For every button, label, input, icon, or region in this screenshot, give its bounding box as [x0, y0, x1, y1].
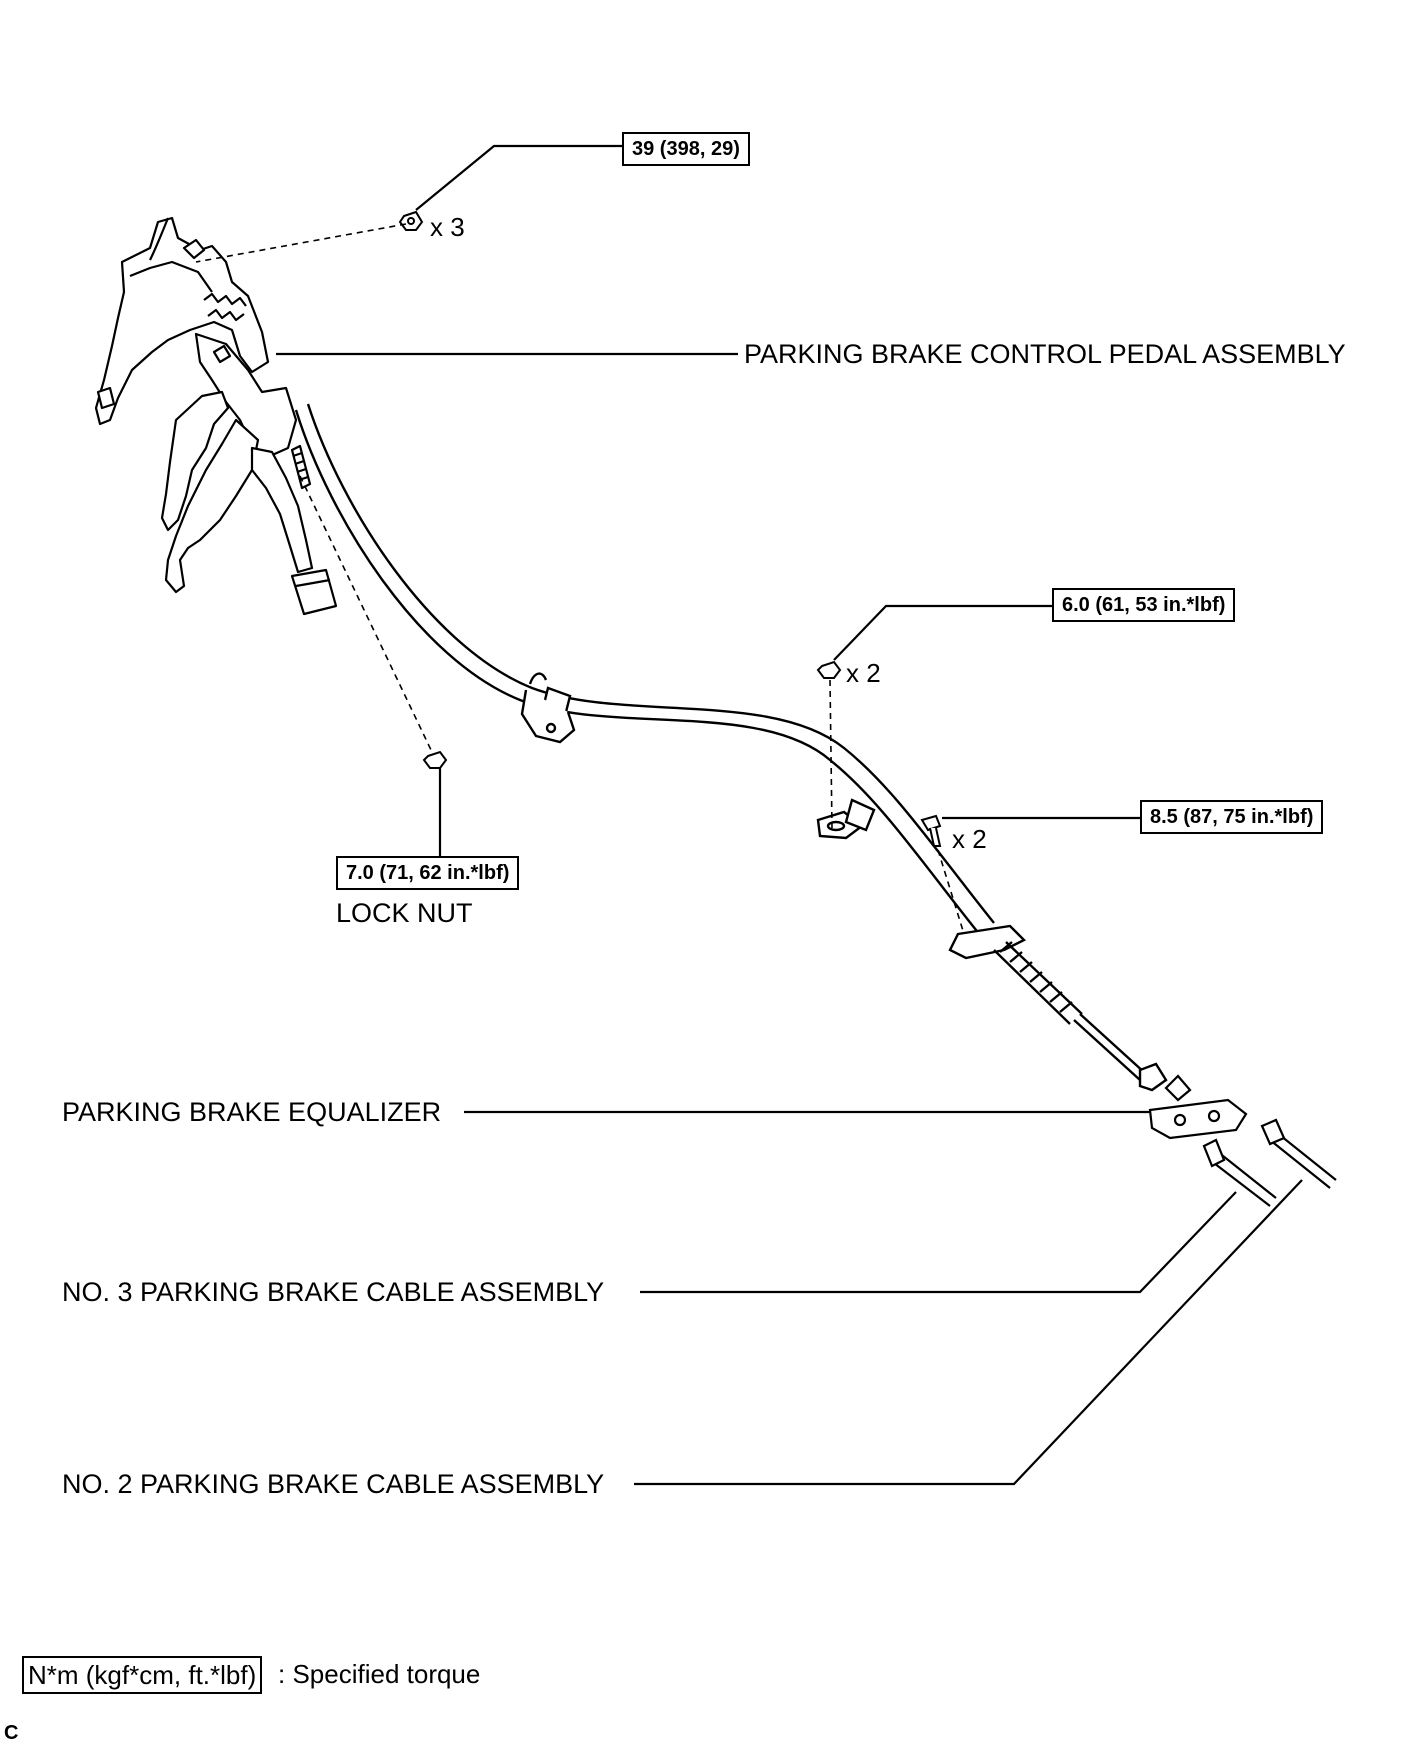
label-equalizer: PARKING BRAKE EQUALIZER — [62, 1097, 442, 1127]
qty-pedal-nuts: x 3 — [430, 212, 465, 242]
pedal-assembly-drawing — [94, 216, 338, 616]
qty-cable-nuts: x 2 — [846, 658, 881, 688]
leader-lines — [276, 144, 1303, 1486]
parking-brake-cable-drawing — [294, 403, 1168, 1092]
torque-cable-nuts: 6.0 (61, 53 in.*lbf) — [1052, 588, 1236, 622]
equalizer-drawing — [1148, 1074, 1248, 1140]
label-no3-cable: NO. 3 PARKING BRAKE CABLE ASSEMBLY — [62, 1277, 605, 1307]
legend-description: : Specified torque — [278, 1659, 481, 1689]
fasteners-drawing — [398, 210, 942, 847]
qty-cable-bolts: x 2 — [952, 824, 987, 854]
label-lock-nut: LOCK NUT — [336, 898, 473, 928]
torque-lock-nut: 7.0 (71, 62 in.*lbf) — [336, 856, 520, 890]
torque-pedal-nuts: 39 (398, 29) — [622, 132, 750, 166]
assembly-dashed-lines — [195, 223, 965, 935]
rear-cables-drawing — [1202, 1118, 1337, 1207]
torque-cable-bolts: 8.5 (87, 75 in.*lbf) — [1140, 800, 1324, 834]
label-no2-cable: NO. 2 PARKING BRAKE CABLE ASSEMBLY — [62, 1469, 605, 1499]
legend-unit-box: N*m (kgf*cm, ft.*lbf) — [22, 1656, 263, 1694]
corner-mark: C — [4, 1722, 19, 1744]
label-pedal-assembly: PARKING BRAKE CONTROL PEDAL ASSEMBLY — [744, 339, 1346, 369]
